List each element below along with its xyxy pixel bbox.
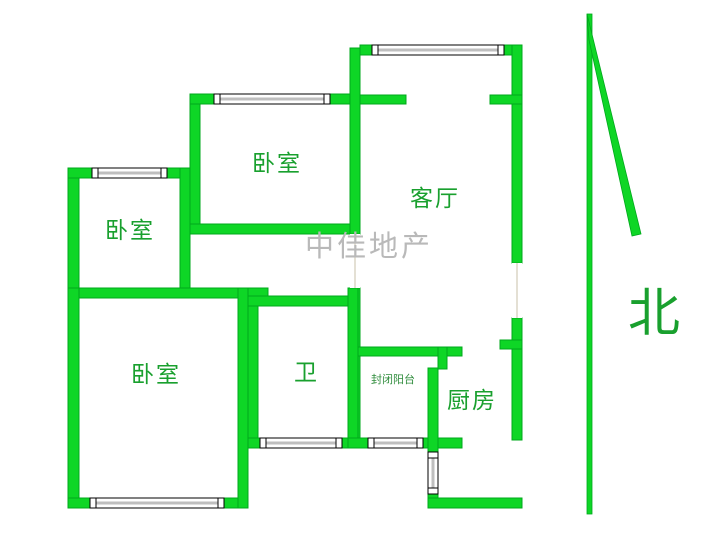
window-balcony-bottom-jamb-a (367, 437, 375, 449)
compass-arrow-layer (586, 13, 642, 515)
wall-living-right-lower (511, 317, 523, 441)
window-bath-bottom (259, 437, 343, 449)
wall-balcony-divider-stub (437, 346, 448, 370)
window-bedroom-left-jamb-b (160, 167, 168, 179)
room-label-bathroom: 卫 (294, 360, 319, 386)
wall-bedroom-left-right (179, 167, 191, 297)
wall-kitchen-stub-left (499, 339, 523, 350)
window-balcony-bottom-jamb-b (416, 437, 424, 449)
window-bedroom-bottom-pane (96, 501, 218, 505)
window-kitchen-left (427, 451, 439, 495)
window-bedroom-left-jamb-a (91, 167, 99, 179)
watermark-text: 中佳地产 (305, 229, 434, 263)
window-bath-bottom-jamb-a (259, 437, 267, 449)
window-bedroom-bottom-jamb-a (89, 497, 97, 509)
wall-outer-left-lower (67, 287, 80, 509)
annotation-enclosed-balcony: 封闭阳台 (371, 373, 415, 386)
wall-living-right (511, 44, 523, 264)
compass-shaft (586, 13, 593, 515)
compass-arrowhead (586, 13, 642, 237)
room-label-bedroom-top: 卧室 (252, 151, 302, 177)
room-label-living-room: 客厅 (410, 186, 460, 212)
wall-bedroom-bottom-right (237, 287, 249, 509)
wall-living-stub-right (489, 94, 523, 105)
window-kitchen-left-jamb-a (427, 451, 439, 459)
window-bedroom-top-pane (220, 97, 324, 101)
window-bedroom-bottom-jamb-b (217, 497, 225, 509)
wall-outer-left-upper (67, 167, 80, 297)
room-label-bedroom-bottom: 卧室 (131, 362, 181, 388)
wall-living-stub-left (359, 94, 407, 105)
wall-balcony-left (347, 287, 359, 449)
window-bedroom-left-pane (98, 171, 161, 175)
window-bedroom-bottom (89, 497, 225, 509)
window-bedroom-top-jamb-a (213, 93, 221, 105)
window-kitchen-left-pane (431, 458, 435, 488)
door-openings-layer (350, 234, 522, 318)
window-balcony-bottom (367, 437, 424, 449)
window-living-top-jamb-b (497, 44, 505, 56)
window-living-top-jamb-a (371, 44, 379, 56)
wall-mid-vertical-upper (349, 47, 361, 235)
window-bedroom-top-jamb-b (323, 93, 331, 105)
wall-kitchen-bottom (427, 497, 523, 509)
window-bath-bottom-jamb-b (335, 437, 343, 449)
window-balcony-bottom-pane (374, 441, 417, 445)
window-living-top-pane (378, 48, 498, 52)
room-label-bedroom-left: 卧室 (105, 218, 155, 244)
window-kitchen-left-jamb-b (427, 487, 439, 495)
compass-north-label: 北 (628, 284, 681, 344)
wall-balcony-divider (357, 346, 463, 357)
wall-bedroom-top-left (189, 93, 201, 235)
window-bedroom-left (91, 167, 168, 179)
wall-bath-left (247, 295, 259, 449)
wall-bath-top (247, 295, 359, 307)
window-bath-bottom-pane (266, 441, 336, 445)
windows-layer (89, 44, 505, 509)
window-living-top (371, 44, 505, 56)
window-bedroom-top (213, 93, 331, 105)
room-label-kitchen: 厨房 (447, 388, 497, 414)
